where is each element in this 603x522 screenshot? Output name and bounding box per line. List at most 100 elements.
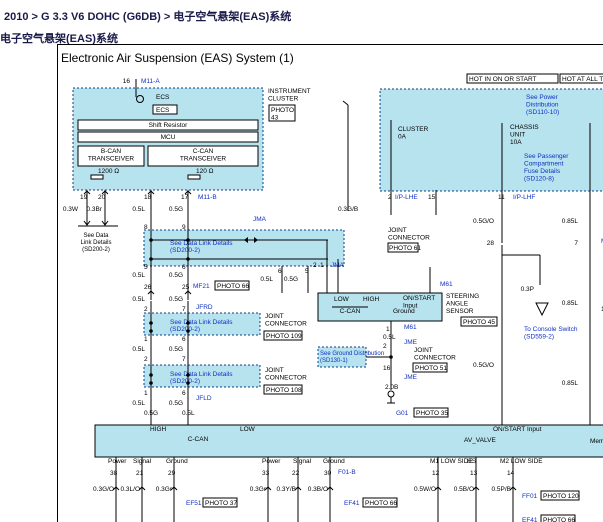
photo-box (460, 316, 498, 327)
pin-number: 9 (182, 224, 186, 231)
photo-box (540, 490, 580, 501)
module-column-label: Power (262, 458, 281, 465)
ecs-lamp-icon (136, 95, 144, 103)
photo-box (202, 497, 238, 508)
photo-box (412, 362, 448, 373)
wire-color: 0.85L (562, 300, 579, 307)
connector-pin-icon (184, 290, 192, 295)
connector-label: F01-B (338, 469, 356, 476)
junction-dot (149, 373, 153, 377)
jc2-photo: PHOTO 109 (266, 333, 302, 340)
connector-pin-icon (472, 486, 480, 491)
hot-label-box (559, 73, 603, 84)
diode-icon (535, 302, 549, 317)
resistor-icon (90, 174, 104, 180)
photo-box (362, 497, 398, 508)
pin-number: 25 (182, 284, 190, 291)
junction-dot (186, 373, 190, 377)
connector-pin-icon (509, 486, 517, 491)
connector-label: FF01 (522, 493, 538, 500)
connector-label: M (601, 238, 603, 245)
module-pin-number: 29 (168, 470, 176, 477)
pin-number: 26 (144, 284, 152, 291)
sas-ground: Ground (393, 308, 415, 315)
junction-dot (389, 355, 393, 359)
wire (342, 100, 349, 106)
shift-resistor-box (77, 119, 259, 131)
pin-number: 7 (182, 356, 186, 363)
wire-color: 0.5G/O (473, 362, 494, 369)
connector-pin-icon (294, 486, 302, 491)
fuse-box (379, 88, 603, 192)
pin-number: 16 (383, 365, 391, 372)
ccan-box (147, 145, 259, 167)
hot-label-box (466, 73, 559, 84)
junction-dot (186, 329, 190, 333)
data-link-ref[interactable]: See Data Link Details (170, 319, 233, 326)
module-wire-color: 0.3B/O (308, 486, 328, 493)
resistor-value: 1200 Ω (98, 168, 119, 175)
wire-color: 0.85L (562, 380, 579, 387)
junction-dot (186, 321, 190, 325)
pin-number: 0.5L (182, 410, 195, 417)
connector-label: JME (404, 339, 418, 346)
module-pin-number: 12 (432, 470, 440, 477)
breadcrumb[interactable]: 2010 > G 3.3 V6 DOHC (G6DB) > 电子空气悬架(EAS… (4, 11, 292, 23)
ground-distribution-ref[interactable]: See Ground Distribution(SD130-1) (320, 351, 384, 364)
jc3-photo: PHOTO 108 (266, 387, 302, 394)
connector-pin-icon (147, 290, 155, 295)
module-column-label: M2 LOW SIDE (500, 458, 543, 465)
photo-box (214, 280, 250, 291)
joint-connector-jfld-box (143, 364, 261, 388)
pin-number: 2 (383, 343, 387, 350)
connector-label: MF21 (193, 283, 210, 290)
pin-number: 6 (278, 268, 282, 275)
junction-dot (186, 257, 190, 261)
data-link-ref[interactable]: See Data Link Details (170, 240, 233, 247)
pin-number: 28 (487, 240, 495, 247)
junction-dot (149, 329, 153, 333)
module-photo: PHOTO 120 (543, 493, 579, 500)
data-link-ref[interactable]: See Data Link Details (170, 371, 233, 378)
shift-resistor-label: Shift Resistor (149, 122, 188, 129)
console-switch-ref[interactable]: To Console Switch(SD559-2) (524, 326, 578, 341)
module-wire-color: 0.3G/O (93, 486, 114, 493)
pin-number: 5 (305, 268, 309, 275)
module-pin-number: 22 (292, 470, 300, 477)
connector-pin-icon (434, 486, 442, 491)
module-low: LOW (240, 426, 256, 433)
module-pin-number: 13 (470, 470, 478, 477)
hot-label: HOT AT ALL T (562, 76, 603, 83)
connector-label: EF51 (186, 500, 202, 507)
module-photo: PHOTO 66 (543, 517, 575, 522)
module-wire-color: 0.5B/O (454, 486, 474, 493)
module-photo: PHOTO 66 (365, 500, 397, 507)
connector-label: EF41 (344, 500, 360, 507)
connector-label: JME (404, 374, 418, 381)
ecs-label: ECS (156, 94, 170, 101)
module-wire-color: 0.3L/O (120, 486, 140, 493)
wire-color: 0.85L (562, 218, 579, 225)
photo-box (387, 242, 419, 253)
module-wire-color: 0.5P/B (491, 486, 511, 493)
pin-number: 1 (320, 262, 324, 269)
module-photo: PHOTO 37 (205, 500, 237, 507)
pin-number: 1 (144, 390, 148, 397)
hot-label: HOT IN ON OR START (469, 76, 537, 83)
pin-number: 8 (144, 224, 148, 231)
module-av-valve: AV_VALVE (464, 437, 496, 444)
pin-number: 7 (182, 306, 186, 313)
sas-ccan: C-CAN (340, 308, 361, 315)
wire-color: 0.3G/B (338, 206, 358, 213)
module-column-label: Power (108, 458, 127, 465)
junction-dot (186, 381, 190, 385)
connector-pin-icon (326, 486, 334, 491)
